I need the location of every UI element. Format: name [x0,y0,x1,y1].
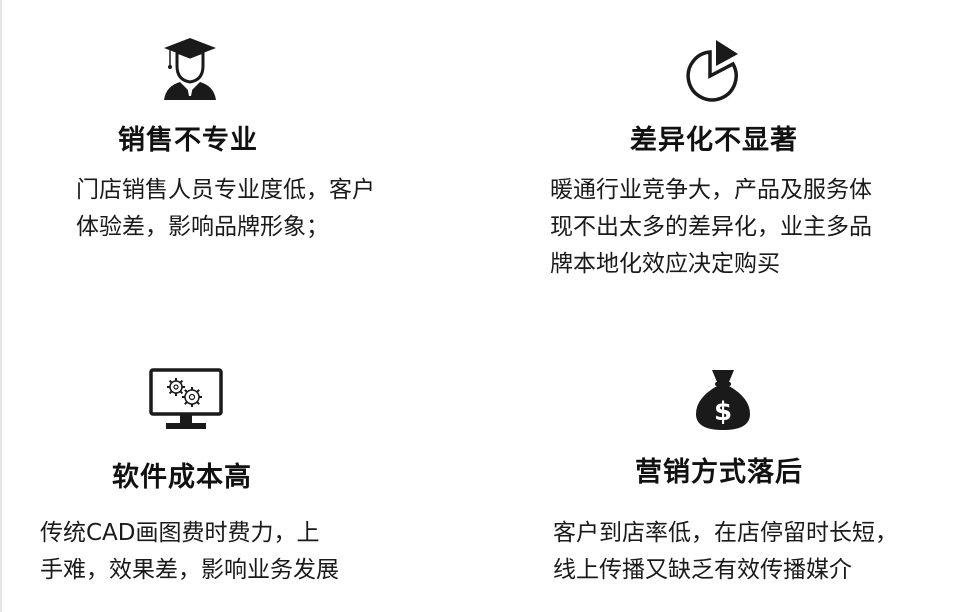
card-description-line: 体验差，影响品牌形象； [76,214,329,240]
monitor-gears-icon [148,368,224,432]
pie-chart-icon [680,36,740,102]
card-title: 销售不专业 [118,125,258,156]
card-description-line: 手难，效果差，影响业务发展 [40,557,339,583]
svg-text:$: $ [714,397,732,427]
card-description-line: 传统CAD画图费时费力，上 [40,520,320,546]
card-description-line: 牌本地化效应决定购买 [550,251,780,277]
money-bag-icon: $ [692,368,754,432]
card-description-line: 暖通行业竞争大，产品及服务体 [550,177,872,203]
card-title: 软件成本高 [112,462,252,493]
left-edge-divider [0,0,2,612]
card-title: 营销方式落后 [635,457,803,488]
card-description-line: 门店销售人员专业度低，客户 [76,177,375,203]
card-description-line: 现不出太多的差异化，业主多品 [550,214,872,240]
card-description: 门店销售人员专业度低，客户 体验差，影响品牌形象； [76,172,375,246]
card-description-line: 线上传播又缺乏有效传播媒介 [553,557,852,583]
card-description: 客户到店率低，在店停留时长短， 线上传播又缺乏有效传播媒介 [553,515,898,589]
card-description: 传统CAD画图费时费力，上 手难，效果差，影响业务发展 [40,515,339,589]
card-description-line: 客户到店率低，在店停留时长短， [553,520,898,546]
card-description: 暖通行业竞争大，产品及服务体 现不出太多的差异化，业主多品 牌本地化效应决定购买 [550,172,872,283]
card-title: 差异化不显著 [630,125,798,156]
graduate-cap-icon [160,36,220,102]
